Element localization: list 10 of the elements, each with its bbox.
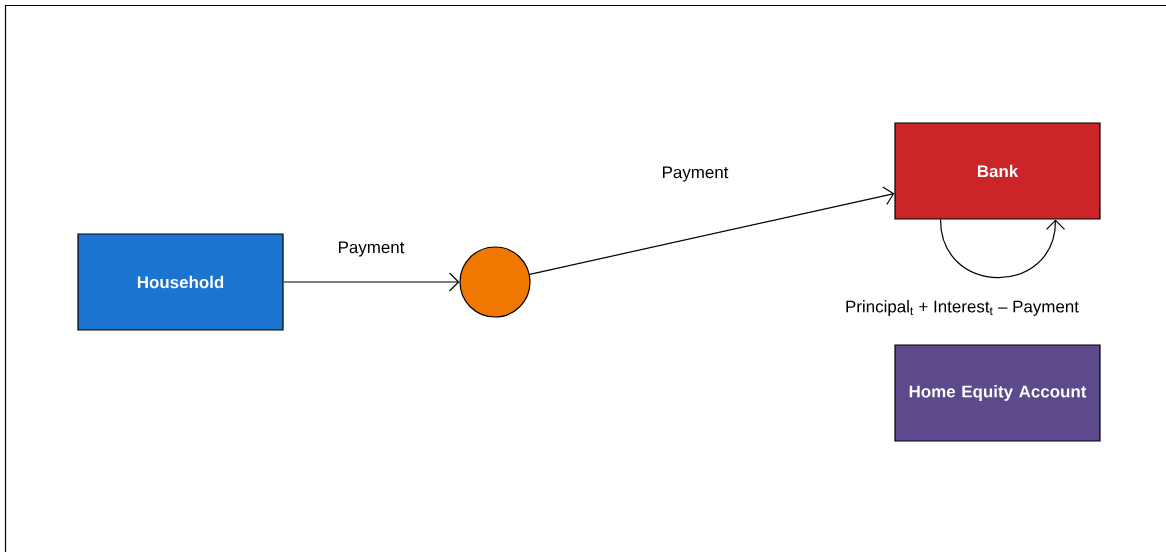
process-box: Home Equity Account	[894, 344, 1101, 442]
process-box: Bank	[894, 122, 1101, 220]
junction-circle	[459, 246, 531, 318]
edge-label: Principal$_{t}$ + Interest$_{t}$ – Payment	[846, 300, 1079, 316]
arrow	[529, 186, 895, 275]
edge-label: Payment	[663, 166, 729, 182]
process-box: Household	[77, 233, 284, 331]
arrow	[283, 272, 460, 292]
edge-label: Payment	[339, 241, 405, 257]
arrow	[939, 219, 1066, 279]
